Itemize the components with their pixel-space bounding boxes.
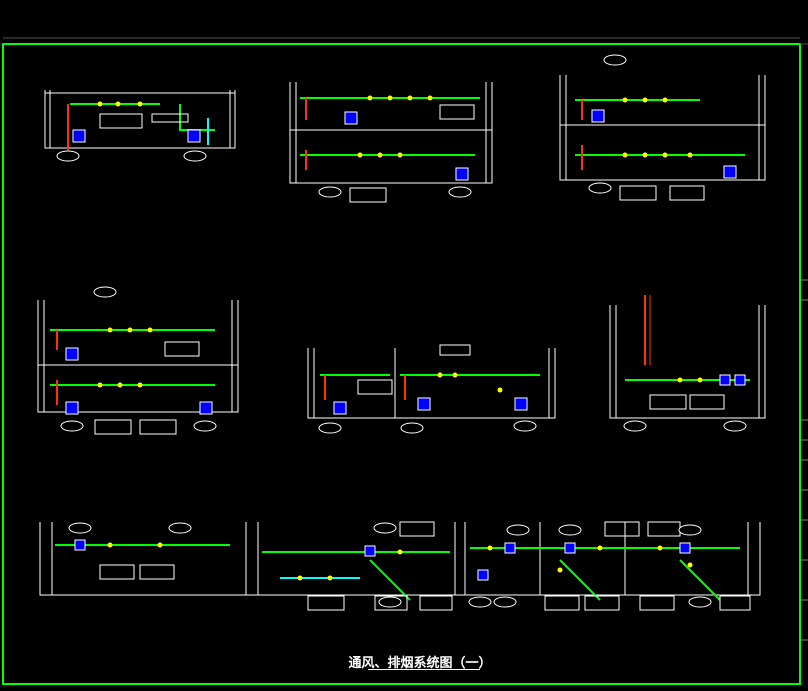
drawing-title: 通风、排烟系统图（一） <box>348 656 492 671</box>
system-diagram-6 <box>609 295 766 432</box>
system-diagram-1 <box>44 90 236 162</box>
system-diagram-7 <box>39 521 761 611</box>
system-diagram-4 <box>37 286 239 435</box>
drawing-frame <box>2 37 808 685</box>
drawing-title-underline <box>368 669 480 670</box>
system-diagram-5 <box>307 344 556 434</box>
system-diagram-3 <box>559 54 766 201</box>
system-diagram-2 <box>289 82 493 203</box>
